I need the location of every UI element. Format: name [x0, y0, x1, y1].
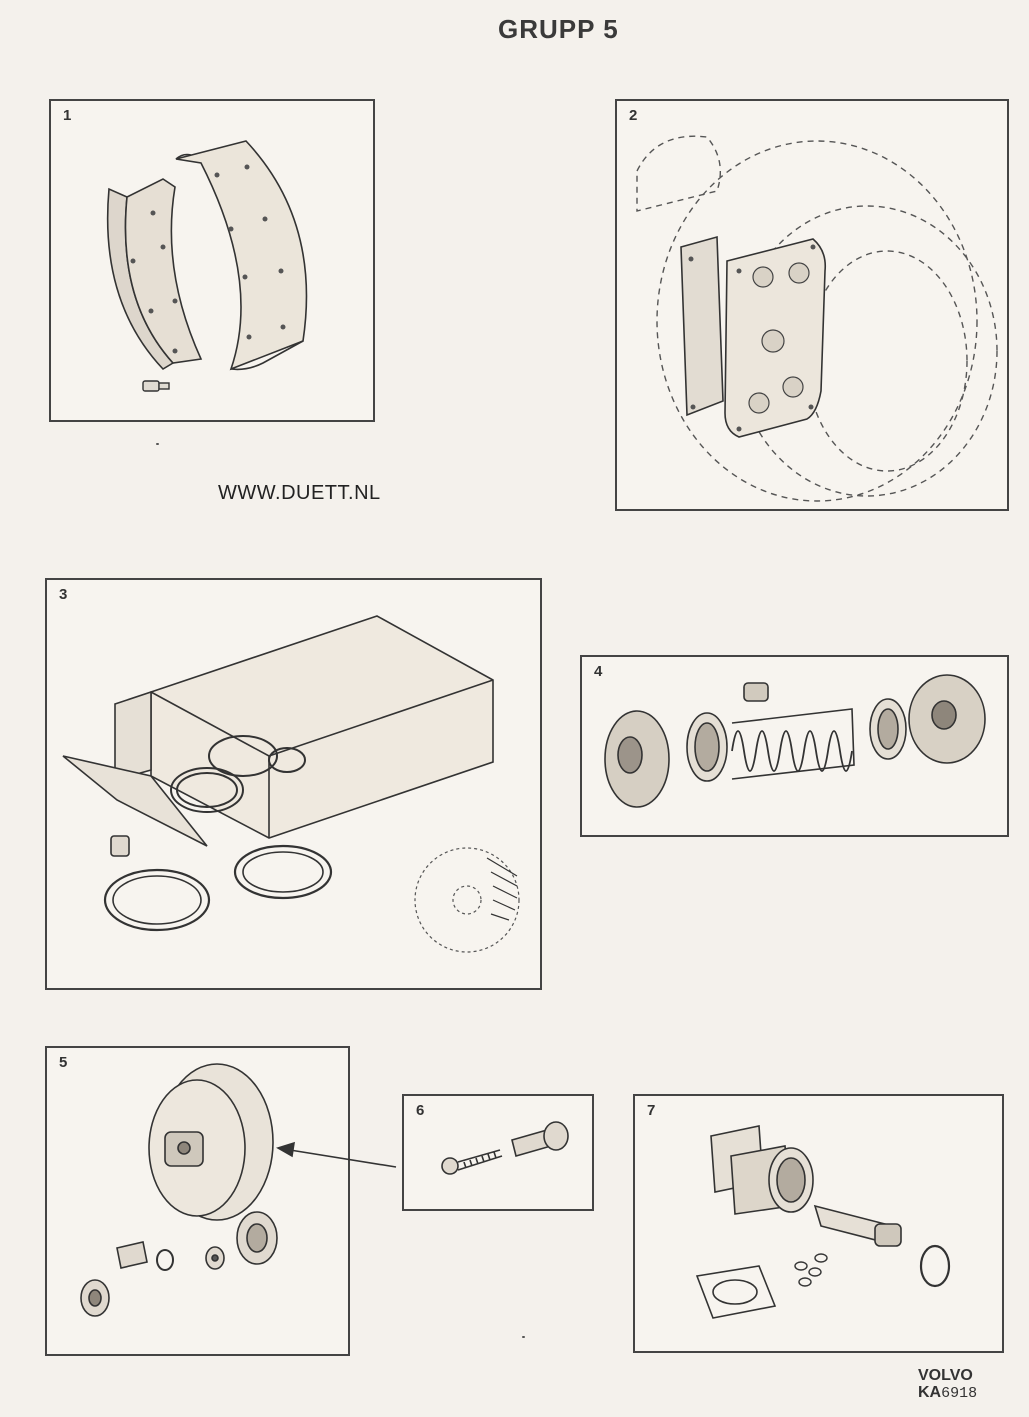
disc-brake-pad-icon: [636, 135, 998, 502]
brand-name: VOLVO: [918, 1367, 973, 1384]
panel-number: 5: [59, 1054, 68, 1071]
drawing-code: KA6918: [918, 1384, 977, 1402]
bolt-and-sleeve-icon: [441, 1121, 569, 1175]
speck: [156, 443, 159, 445]
panel-4: 4: [580, 655, 1009, 837]
speck: [522, 1336, 525, 1338]
page-title: GRUPP 5: [498, 14, 619, 44]
panel-number: 4: [594, 663, 603, 680]
panel-1: 1: [49, 99, 375, 422]
brake-shoe-lining-icon: [106, 140, 308, 392]
panel-number: 1: [63, 107, 72, 124]
panel-6: 6: [402, 1094, 594, 1211]
panel-2: 2: [615, 99, 1009, 511]
panel-number: 3: [59, 586, 68, 603]
wheel-cylinder-kit-icon: [604, 674, 986, 808]
panel-number: 2: [629, 107, 638, 124]
panel-5: 5: [45, 1046, 350, 1356]
panel-number: 6: [416, 1102, 425, 1119]
panel-7: 7: [633, 1094, 1004, 1353]
website-url[interactable]: WWW.DUETT.NL: [218, 482, 381, 504]
valve-assembly-icon: [695, 1125, 951, 1319]
seal-kit-box-icon: [62, 615, 520, 953]
code-prefix: KA: [918, 1384, 942, 1401]
panel-3: 3: [45, 578, 542, 990]
footer-brand: VOLVO KA6918: [918, 1367, 977, 1402]
brake-servo-icon: [80, 1063, 278, 1317]
panel-number: 7: [647, 1102, 656, 1119]
code-number: 6918: [941, 1385, 978, 1402]
